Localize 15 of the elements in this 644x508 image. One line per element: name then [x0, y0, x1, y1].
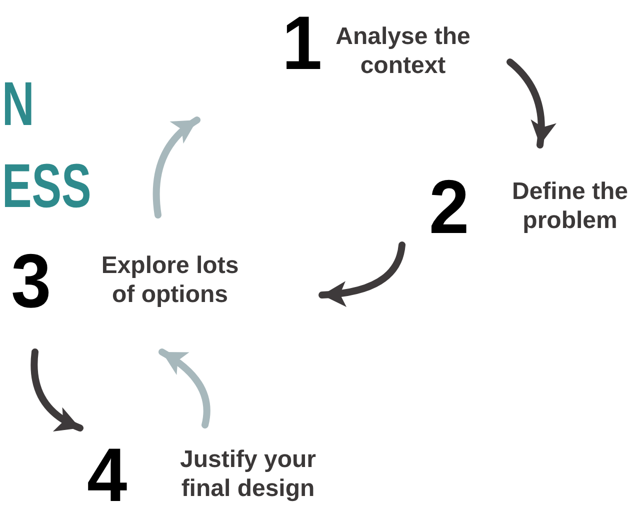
step-number: 3 [11, 252, 52, 313]
step-label: Justify your final design [178, 445, 318, 503]
step-label: Explore lots of options [100, 251, 240, 309]
title-fragment: ESS [2, 156, 92, 218]
step-number: 4 [87, 446, 128, 507]
step-label: Analyse the context [334, 22, 472, 80]
step-number: 2 [429, 178, 470, 239]
title-fragment: N [2, 74, 34, 136]
step-number: 1 [282, 14, 322, 75]
curved-arrow [158, 348, 210, 428]
curved-arrow [152, 116, 200, 218]
curved-arrow [506, 58, 556, 148]
step-label: Define the problem [510, 177, 629, 235]
curved-arrow [318, 242, 406, 306]
curved-arrow [30, 348, 84, 432]
